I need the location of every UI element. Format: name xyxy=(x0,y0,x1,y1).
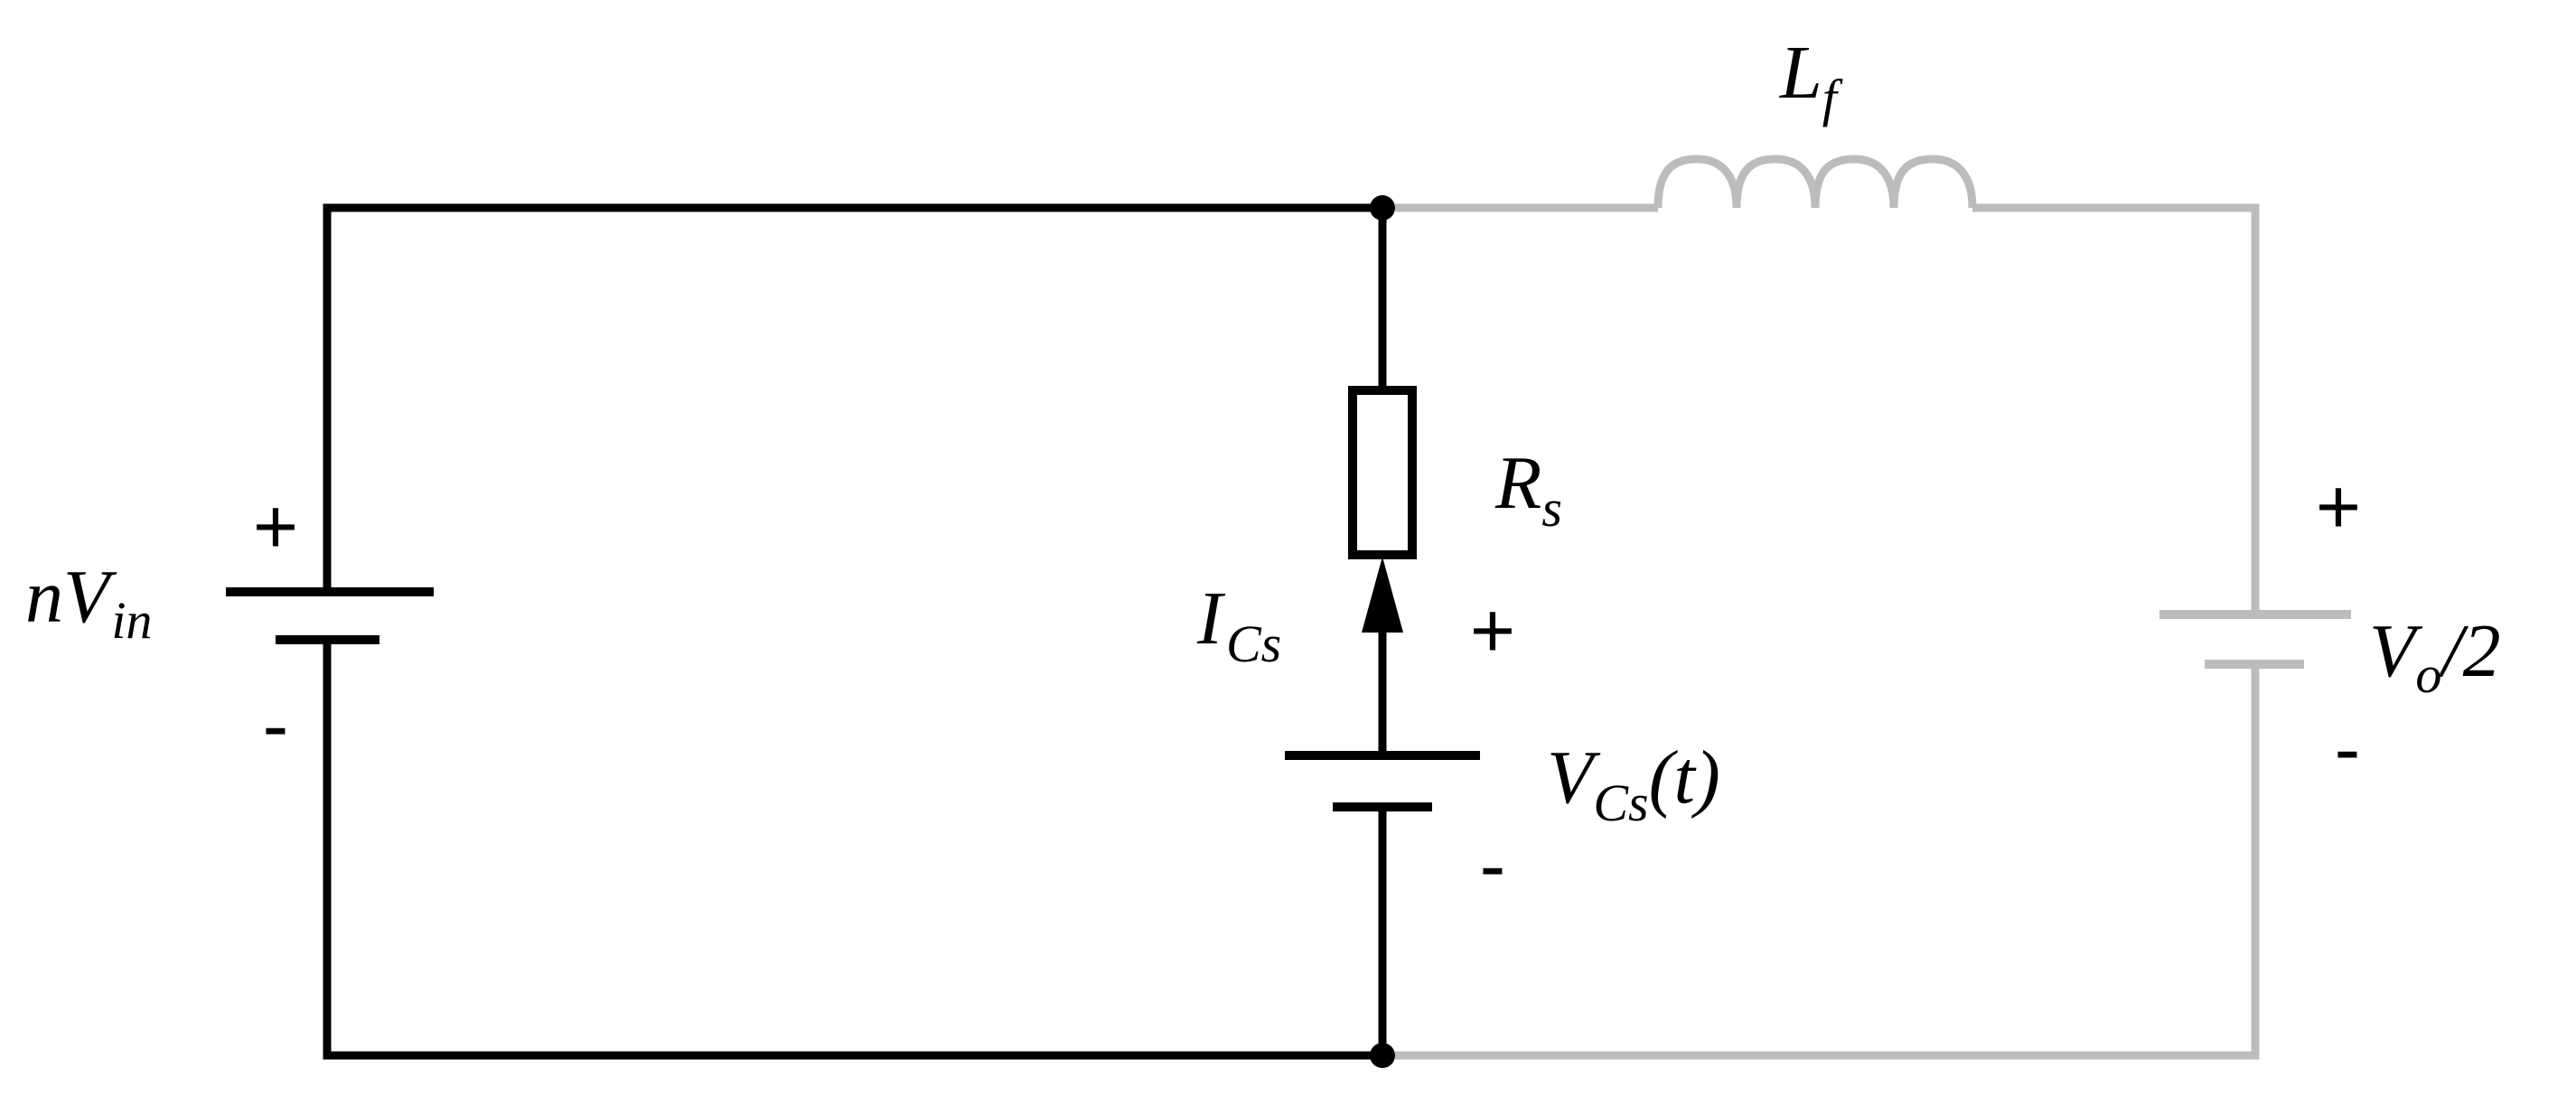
label-ics: ICs xyxy=(1196,577,1281,673)
source-minus-sign: - xyxy=(263,682,289,769)
wire-right-side-bottom xyxy=(1395,664,2260,1060)
inductor-lf xyxy=(1653,155,1977,209)
label-nvin: nVin xyxy=(25,555,152,650)
source-plus-sign: + xyxy=(253,483,298,570)
wire-right-side-top xyxy=(1972,203,2260,614)
output-minus-sign: - xyxy=(2335,706,2361,792)
inactive-loop xyxy=(1395,155,2351,1060)
label-lf: Lf xyxy=(1779,31,1843,127)
active-loop xyxy=(226,195,1480,1068)
cap-minus-sign: - xyxy=(1480,822,1506,909)
current-arrow-icon xyxy=(1362,557,1403,633)
wire-left-top xyxy=(323,203,1382,592)
output-plus-sign: + xyxy=(2316,464,2361,550)
cap-plus-sign: + xyxy=(1470,587,1515,674)
resistor-rs xyxy=(1348,386,1417,559)
label-vo2: Vo/2 xyxy=(2369,609,2501,704)
node-bottom xyxy=(1370,1043,1395,1068)
label-rs: Rs xyxy=(1494,441,1562,538)
node-top xyxy=(1370,195,1395,220)
wire-left-bottom xyxy=(323,643,1382,1060)
label-vcs: VCs(t) xyxy=(1547,736,1720,832)
